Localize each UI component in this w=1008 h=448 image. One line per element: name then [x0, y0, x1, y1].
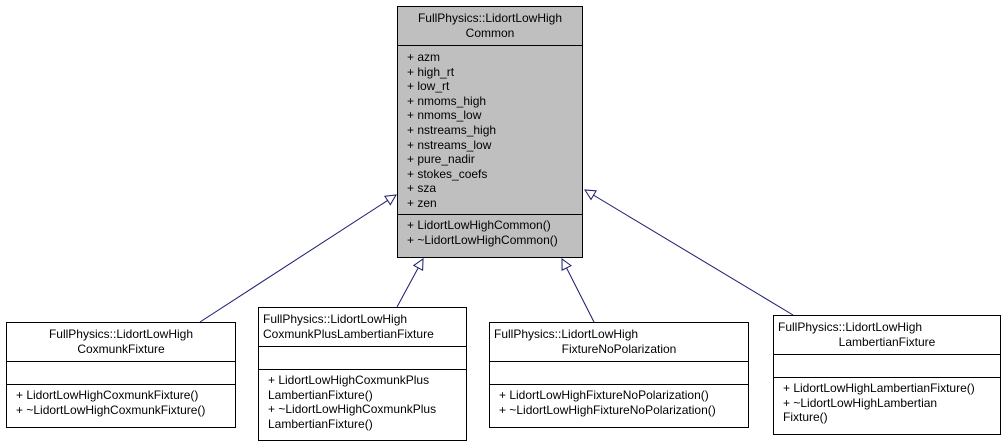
- attribute: + nmoms_high: [407, 93, 487, 108]
- method: LambertianFixture(): [268, 416, 373, 431]
- class-lidortlowhighcoxmunkpluslambertianfixture[interactable]: FullPhysics::LidortLowHigh CoxmunkPlusLa…: [258, 307, 467, 441]
- class-title-line: FixtureNoPolarization: [561, 342, 677, 356]
- class-lidortlowhighfixturenopolarization[interactable]: FullPhysics::LidortLowHigh FixtureNoPola…: [489, 322, 749, 428]
- edge-nopolarization-to-base: [562, 259, 595, 323]
- attribute: + stokes_coefs: [407, 166, 488, 181]
- edge-lambertian-to-base: [585, 190, 794, 316]
- class-title-line: FullPhysics::LidortLowHigh: [778, 320, 923, 334]
- attribute: + sza: [407, 181, 437, 196]
- attribute: + pure_nadir: [407, 152, 475, 167]
- attribute: + nmoms_low: [407, 108, 482, 123]
- class-title-line: CoxmunkPlusLambertianFixture: [263, 327, 434, 341]
- class-title-line: FullPhysics::LidortLowHigh: [48, 327, 194, 341]
- methods-section: + LidortLowHighCommon() + ~LidortLowHigh…: [398, 214, 582, 251]
- attributes-section: [490, 361, 748, 384]
- attribute: + azm: [407, 50, 441, 64]
- class-title-line: CoxmunkFixture: [77, 342, 165, 356]
- attribute: + nstreams_low: [407, 137, 492, 152]
- attribute: + low_rt: [407, 79, 450, 94]
- class-lidortlowhighlambertianfixture[interactable]: FullPhysics::LidortLowHigh LambertianFix…: [773, 315, 1001, 435]
- methods-section: + LidortLowHighLambertianFixture() + ~Li…: [774, 377, 1000, 429]
- method: + ~LidortLowHighCoxmunkPlus: [268, 402, 437, 417]
- class-title: FullPhysics::LidortLowHigh CoxmunkFixtur…: [7, 323, 235, 361]
- class-title-line: FullPhysics::LidortLowHigh: [494, 327, 639, 341]
- attributes-section: [774, 354, 1000, 377]
- method: Fixture(): [783, 410, 828, 425]
- method: + LidortLowHighLambertianFixture(): [783, 381, 975, 395]
- class-title-line: LambertianFixture: [838, 335, 936, 349]
- attributes-section: + azm + high_rt + low_rt + nmoms_high + …: [398, 45, 582, 214]
- method: LambertianFixture(): [268, 387, 373, 402]
- method: + LidortLowHighCoxmunkFixture(): [16, 388, 199, 402]
- class-title: FullPhysics::LidortLowHigh FixtureNoPola…: [490, 323, 748, 361]
- attribute: + nstreams_high: [407, 122, 497, 137]
- edge-coxmunkplus-to-base: [396, 259, 423, 308]
- class-lidortlowhighcoxmunkfixture[interactable]: FullPhysics::LidortLowHigh CoxmunkFixtur…: [6, 322, 236, 428]
- attributes-section: [259, 346, 466, 369]
- methods-section: + LidortLowHighFixtureNoPolarization() +…: [490, 384, 748, 421]
- methods-section: + LidortLowHighCoxmunkPlus LambertianFix…: [259, 369, 466, 435]
- attributes-section: [7, 361, 235, 384]
- class-title-line: FullPhysics::LidortLowHigh: [263, 312, 408, 326]
- class-title: FullPhysics::LidortLowHigh LambertianFix…: [774, 316, 1000, 354]
- method: + LidortLowHighCoxmunkPlus: [268, 373, 430, 387]
- method: + ~LidortLowHighCommon(): [407, 232, 558, 247]
- edge-coxmunk-to-base: [199, 195, 396, 323]
- methods-section: + LidortLowHighCoxmunkFixture() + ~Lidor…: [7, 384, 235, 421]
- method: + LidortLowHighCommon(): [407, 218, 551, 232]
- method: + ~LidortLowHighCoxmunkFixture(): [16, 402, 206, 417]
- class-title: FullPhysics::LidortLowHigh CoxmunkPlusLa…: [259, 308, 466, 346]
- method: + ~LidortLowHighFixtureNoPolarization(): [499, 402, 716, 417]
- class-title-line: FullPhysics::LidortLowHigh: [417, 11, 563, 25]
- method: + ~LidortLowHighLambertian: [783, 395, 938, 410]
- attribute: + high_rt: [407, 64, 455, 79]
- method: + LidortLowHighFixtureNoPolarization(): [499, 388, 709, 402]
- attribute: + zen: [407, 195, 437, 210]
- class-title-line: Common: [465, 26, 515, 40]
- class-title: FullPhysics::LidortLowHigh Common: [398, 7, 582, 45]
- class-lidortlowhighcommon[interactable]: FullPhysics::LidortLowHigh Common + azm …: [397, 6, 583, 258]
